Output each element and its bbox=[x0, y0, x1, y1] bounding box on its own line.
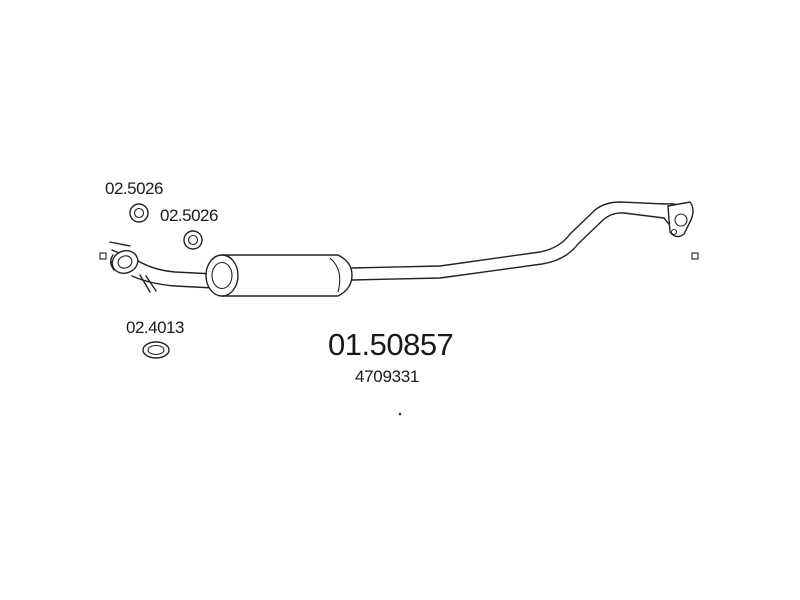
stray-dot bbox=[398, 412, 402, 416]
outlet-flange bbox=[667, 201, 694, 238]
muffler bbox=[205, 254, 353, 297]
accessory-label-hanger-2[interactable]: 02.5026 bbox=[160, 206, 218, 225]
accessory-label-hanger-1[interactable]: 02.5026 bbox=[105, 179, 163, 198]
rubber-hanger-1 bbox=[129, 203, 149, 223]
outlet-pipe bbox=[351, 201, 689, 281]
main-part-number[interactable]: 01.50857 bbox=[328, 327, 454, 362]
accessory-label-gasket[interactable]: 02.4013 bbox=[126, 318, 184, 337]
end-marker-left bbox=[99, 252, 107, 260]
inlet-flange bbox=[110, 250, 139, 274]
gasket bbox=[142, 341, 170, 359]
end-marker-right bbox=[691, 252, 699, 260]
rubber-hanger-2 bbox=[183, 230, 203, 250]
oe-reference-number: 4709331 bbox=[355, 367, 420, 386]
